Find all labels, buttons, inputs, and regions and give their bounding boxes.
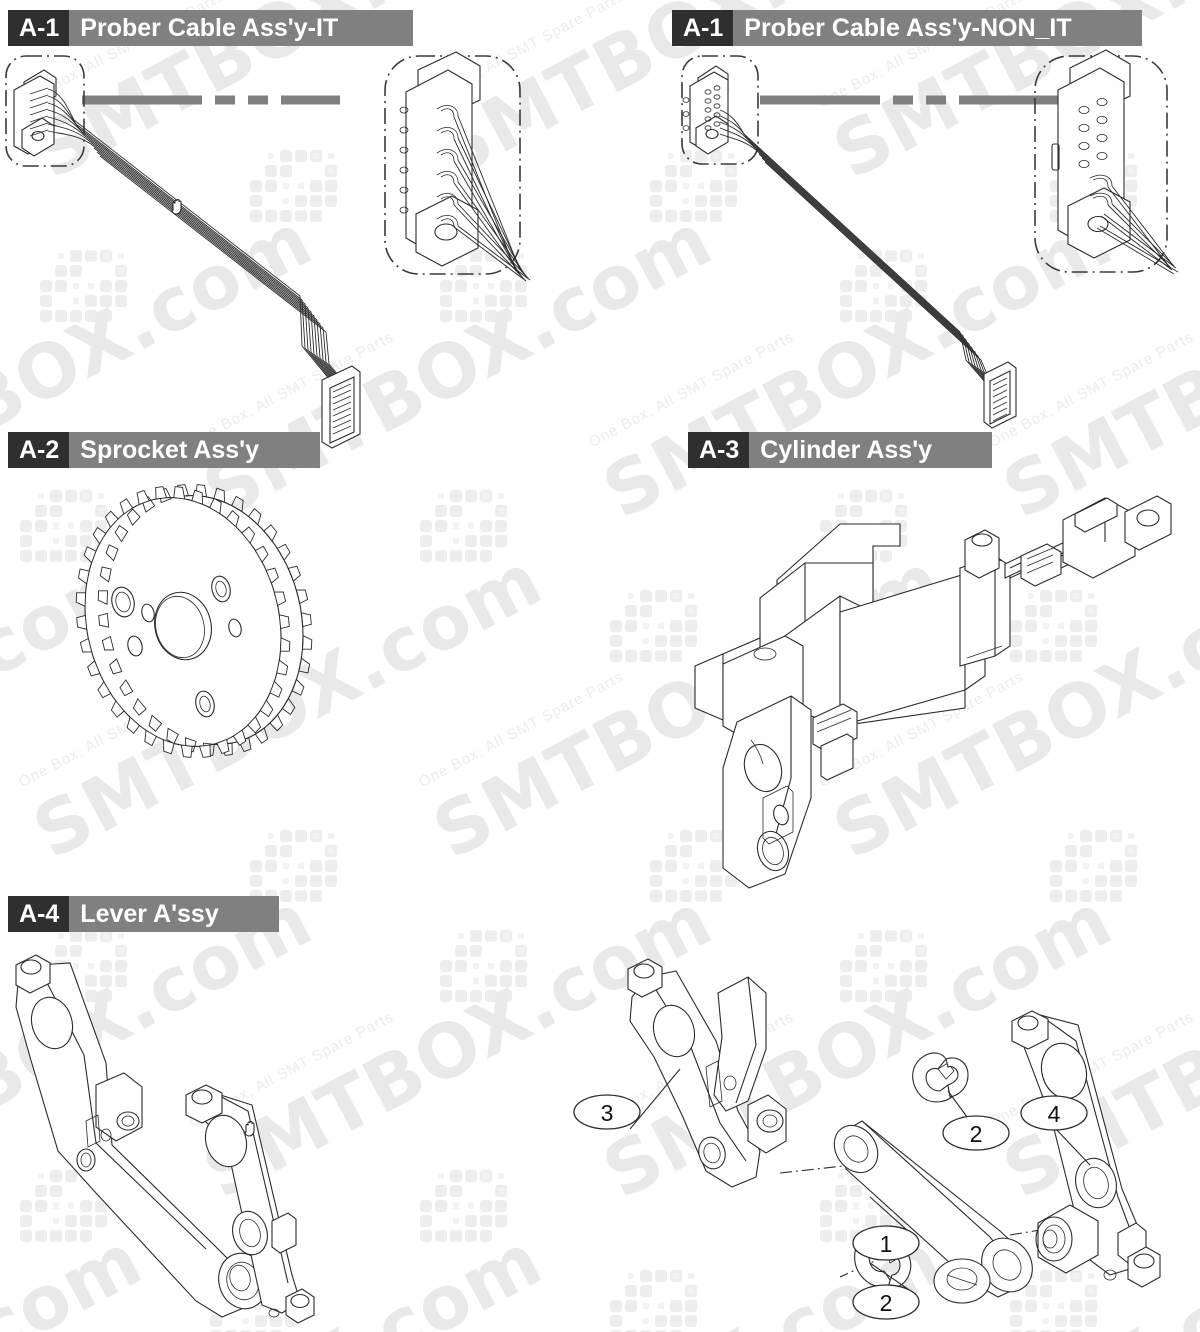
figure-lever-assembled	[0, 945, 340, 1332]
figure-sprocket	[55, 470, 335, 770]
section-title: Prober Cable Ass'y-NON_IT	[733, 10, 1142, 46]
callout-2-lower: 2	[852, 1284, 920, 1320]
connector-enlarged-it	[399, 51, 531, 282]
part-e-clip-upper	[912, 1052, 969, 1103]
callout-leader-2-lower	[869, 1262, 909, 1290]
section-code-badge: A-1	[8, 10, 70, 46]
figure-cylinder	[665, 468, 1185, 898]
callout-leader-3	[629, 1068, 681, 1130]
section-title: Lever A'ssy	[69, 896, 279, 932]
receptacle-connector-it	[321, 365, 361, 449]
section-header-a-1-non-it: A-1 Prober Cable Ass'y-NON_IT	[672, 10, 1142, 46]
section-code-badge: A-4	[8, 896, 70, 932]
cylinder-assembly	[694, 495, 1172, 889]
ribbon-cable-non-it	[743, 133, 1012, 403]
connector-enlarged-non-it	[1051, 49, 1179, 275]
part-link-bar	[833, 1120, 1033, 1298]
part-washer	[933, 1258, 991, 1304]
callout-2-upper: 2	[942, 1115, 1010, 1151]
connector-small-it	[13, 69, 92, 157]
detail-bubble-left	[681, 55, 759, 165]
callout-label: 4	[1048, 1101, 1061, 1127]
section-title: Prober Cable Ass'y-IT	[69, 10, 413, 46]
callout-leader-2-upper	[947, 1090, 971, 1122]
connector-small-non-it	[682, 65, 757, 155]
callout-label: 3	[601, 1100, 614, 1126]
part-left-lever-arm	[627, 958, 787, 1188]
section-code-badge: A-3	[688, 432, 750, 468]
callout-3: 3	[573, 1094, 641, 1130]
section-code-badge: A-2	[8, 432, 70, 468]
callout-label: 2	[970, 1121, 983, 1147]
ribbon-cable-it	[73, 119, 358, 399]
callout-leader-4	[1053, 1126, 1091, 1166]
detail-bubble-left	[5, 55, 85, 167]
callout-4: 4	[1020, 1095, 1088, 1131]
pixel-grid-logo-icon	[420, 1170, 515, 1255]
section-header-a-1-it: A-1 Prober Cable Ass'y-IT	[8, 10, 413, 46]
lever-assembly-assembled	[15, 954, 315, 1324]
section-header-a-2: A-2 Sprocket Ass'y	[8, 432, 320, 468]
callout-1: 1	[852, 1225, 920, 1261]
section-title: Cylinder Ass'y	[749, 432, 993, 468]
hand-cursor	[171, 199, 182, 215]
section-code-badge: A-1	[672, 10, 734, 46]
part-right-lever-arm	[1011, 1010, 1161, 1288]
section-header-a-3: A-3 Cylinder Ass'y	[688, 432, 993, 468]
hand-cursor	[244, 1121, 255, 1137]
callout-label: 2	[880, 1290, 893, 1316]
sprocket-wheel	[75, 484, 313, 758]
figure-prober-cable-non-it	[660, 48, 1200, 438]
figure-prober-cable-it	[0, 48, 600, 449]
watermark-tagline: One Box, All SMT Spare Parts	[416, 668, 627, 792]
pixel-grid-logo-icon	[420, 490, 515, 575]
pixel-grid-logo-icon	[440, 930, 535, 1015]
section-header-a-4: A-4 Lever A'ssy	[8, 896, 279, 932]
receptacle-connector-non-it	[983, 361, 1017, 429]
figure-lever-exploded: 3 2 4 1 2	[570, 945, 1200, 1332]
section-title: Sprocket Ass'y	[69, 432, 320, 468]
callout-label: 1	[880, 1231, 893, 1257]
